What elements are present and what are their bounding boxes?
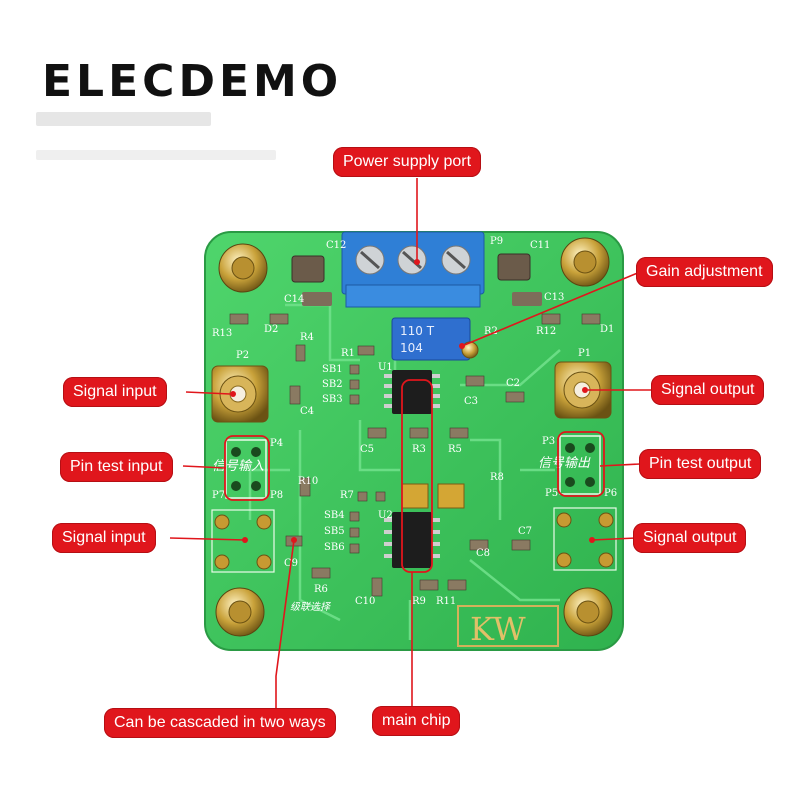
silk-label-c10: C10 xyxy=(355,596,375,607)
power-terminal-block xyxy=(341,231,485,308)
faded-subtitle xyxy=(36,112,211,126)
silk-label-sb1: SB1 xyxy=(322,364,343,375)
callout-pin-test-output: Pin test output xyxy=(639,449,762,479)
silk-label-sb3: SB3 xyxy=(322,394,343,405)
silk-label-sb4: SB4 xyxy=(324,510,345,521)
silk-label-r4: R4 xyxy=(300,332,314,343)
silk-label-d1: D1 xyxy=(600,324,614,335)
silk-label-p8: P8 xyxy=(270,490,283,501)
silk-label-r10: R10 xyxy=(298,476,318,487)
silk-label-u1: U1 xyxy=(378,362,393,373)
silk-label-sb6: SB6 xyxy=(324,542,345,553)
silk-label-p5: P5 xyxy=(545,488,558,499)
silk-label-r12: R12 xyxy=(536,326,556,337)
silk-label-r6: R6 xyxy=(314,584,328,595)
silk-label-d2: D2 xyxy=(264,324,278,335)
callout-power-supply-port: Power supply port xyxy=(333,147,482,177)
silk-label-p3: P3 xyxy=(542,436,555,447)
silk-label-p4: P4 xyxy=(270,438,283,449)
silk-label-output-cn: 信号输出 xyxy=(538,456,591,471)
silk-label-u2: U2 xyxy=(378,510,393,521)
silk-label-c2: C2 xyxy=(506,378,520,389)
silk-label-c7: C7 xyxy=(518,526,532,537)
kw-logo: KW xyxy=(470,610,526,648)
trimmer-label-bottom: 104 xyxy=(400,341,423,355)
silk-label-bottom-cn: 级联选择 xyxy=(290,601,332,613)
silk-label-sb2: SB2 xyxy=(322,379,343,390)
silk-label-r3: R3 xyxy=(412,444,426,455)
callout-signal-output-bottom: Signal output xyxy=(633,523,747,553)
silk-label-r7: R7 xyxy=(340,490,354,501)
silk-label-c3: C3 xyxy=(464,396,478,407)
silk-label-r8: R8 xyxy=(490,472,504,483)
silk-label-r13: R13 xyxy=(212,328,232,339)
silk-label-c13: C13 xyxy=(544,292,564,303)
silk-label-p1: P1 xyxy=(578,348,591,359)
callout-cascaded: Can be cascaded in two ways xyxy=(104,708,336,738)
silk-label-c4: C4 xyxy=(300,406,314,417)
silk-label-p7: P7 xyxy=(212,490,225,501)
silk-label-r2: R2 xyxy=(484,326,498,337)
silk-label-r11: R11 xyxy=(436,596,456,607)
faded-subtitle-2 xyxy=(36,150,276,160)
silk-label-c12: C12 xyxy=(326,240,346,251)
silk-label-r1: R1 xyxy=(341,348,355,359)
brand-title: ELECDEMO xyxy=(42,56,343,107)
callout-main-chip: main chip xyxy=(372,706,461,736)
silk-label-sb5: SB5 xyxy=(324,526,345,537)
trimmer-label-top: 110 T xyxy=(400,324,435,338)
callout-signal-input-top: Signal input xyxy=(63,377,167,407)
mounting-screws xyxy=(215,237,613,637)
silk-label-c8: C8 xyxy=(476,548,490,559)
silk-label-r5: R5 xyxy=(448,444,462,455)
callout-gain-adjustment: Gain adjustment xyxy=(636,257,773,287)
silk-label-p2: P2 xyxy=(236,350,249,361)
silk-label-c5: C5 xyxy=(360,444,374,455)
silk-label-r9: R9 xyxy=(412,596,426,607)
callout-signal-output-top: Signal output xyxy=(651,375,765,405)
silk-label-p6: P6 xyxy=(604,488,617,499)
silk-label-p9: P9 xyxy=(490,236,503,247)
silk-label-c11: C11 xyxy=(530,240,550,251)
silk-label-c14: C14 xyxy=(284,294,304,305)
callout-signal-input-bottom: Signal input xyxy=(52,523,156,553)
trimmer-potentiometer: 110 T 104 xyxy=(391,317,479,361)
callout-pin-test-input: Pin test input xyxy=(60,452,173,482)
